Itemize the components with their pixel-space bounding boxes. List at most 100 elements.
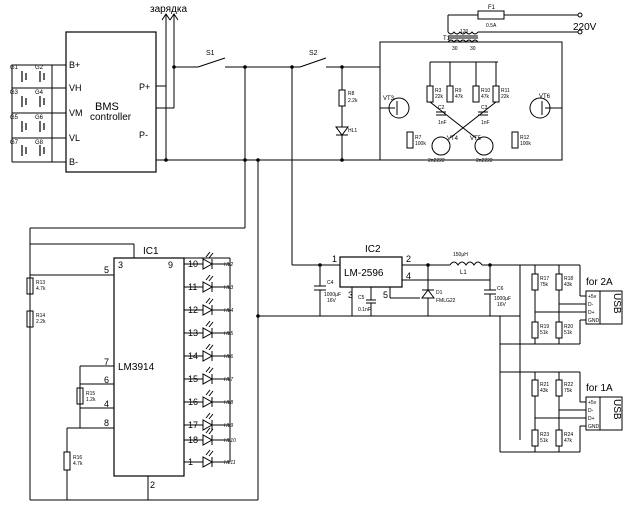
component-value: 47k: [455, 94, 464, 100]
cell-label: G3: [10, 90, 19, 96]
ic-pin: 9: [168, 260, 173, 270]
inverter-section: R8 2.2k HL1 T1 120 30 30 F1 0.5A 220V R3: [335, 5, 597, 164]
ic2-buck-converter: IC2 LM-2596 1 2 3 4 5 C4 1000μF 16V C5 0…: [256, 244, 521, 452]
cell-label: G2: [35, 65, 44, 71]
light-arrow-icon: [205, 297, 214, 305]
ic-pin: 7: [104, 357, 109, 367]
fuse-ref: F1: [488, 5, 496, 11]
bms-pin: VM: [69, 108, 83, 118]
bms-pin: VL: [69, 133, 80, 143]
light-arrow-icon: [205, 320, 214, 328]
usb-pin: D+: [588, 416, 595, 422]
component-ref: D1: [436, 290, 443, 296]
component-value: 43k: [540, 388, 549, 394]
component-ref: R18: [564, 276, 573, 282]
component-value: 51k: [540, 330, 549, 336]
led-icon: [202, 327, 214, 339]
led-icon: [202, 373, 214, 385]
usb-output-label: for 1A: [586, 383, 613, 394]
component-ref: R11: [501, 88, 510, 94]
bms-pin: P-: [139, 130, 148, 140]
bms-pin: P+: [139, 82, 150, 92]
mains-voltage: 220V: [573, 22, 597, 33]
component-ref: R22: [564, 382, 573, 388]
component-ref: R15: [86, 391, 95, 397]
transistor-value: 2n2222: [428, 158, 445, 164]
led-ref: HL6: [224, 354, 233, 360]
component-value: 75k: [540, 282, 549, 288]
component-value: 4.7k: [73, 461, 83, 467]
led-ref: HL11: [224, 460, 236, 466]
transformer-tap: 120: [460, 29, 469, 35]
resistor: [338, 89, 346, 107]
switch-label: S2: [309, 50, 318, 57]
component-value: 47k: [481, 94, 490, 100]
transistor-value: 2n2222: [476, 158, 493, 164]
led-ref: HL2: [224, 262, 233, 268]
ic-pin: 2: [150, 480, 155, 490]
component-value: 51k: [564, 330, 573, 336]
light-arrow-icon: [205, 427, 214, 435]
ic-pin: 5: [383, 290, 388, 300]
component-value: 150μH: [453, 252, 468, 258]
transistor-ref: VT4: [447, 136, 459, 142]
led-ref: HL1: [348, 128, 357, 134]
usb-label: USB: [611, 293, 622, 314]
component-value: 1.2k: [86, 397, 96, 403]
light-arrow-icon: [205, 449, 214, 457]
bms-subtitle: controller: [90, 112, 132, 123]
ic-pin: 4: [406, 271, 411, 281]
led-ref: HL4: [224, 308, 233, 314]
ic-part: LM-2596: [344, 268, 384, 279]
component-value: 22k: [435, 94, 444, 100]
component-ref: R24: [564, 432, 573, 438]
light-arrow-icon: [205, 343, 214, 351]
component-value: 1nF: [481, 120, 490, 126]
led-ref: HL9: [224, 423, 233, 429]
bms-pin: VH: [69, 83, 82, 93]
ic-pin: 6: [104, 375, 109, 385]
component-ref: R16: [73, 455, 82, 461]
component-ref: C2: [438, 105, 445, 111]
usb-pin: D-: [588, 408, 594, 414]
ic-part: LM3914: [118, 362, 155, 373]
component-value: 16V: [497, 302, 507, 308]
usb-pin: +5v: [588, 294, 597, 300]
cell-label: G8: [35, 140, 44, 146]
usb-pin: GND: [588, 318, 600, 324]
led-ref: HL10: [224, 438, 236, 444]
light-arrow-icon: [205, 251, 214, 259]
component-value: 1000μF: [494, 296, 511, 302]
component-ref: R7: [415, 135, 422, 141]
ic-pin: 8: [104, 418, 109, 428]
led-icon: [202, 434, 214, 446]
transformer-ref: T1: [443, 36, 451, 42]
led-icon: [202, 396, 214, 408]
component-value: 1000μF: [324, 292, 341, 298]
cell-label: G4: [35, 90, 44, 96]
light-arrow-icon: [205, 412, 214, 420]
led-icon: [202, 350, 214, 362]
usb-pin: D+: [588, 310, 595, 316]
ic1-bar-driver: IC1 LM3914 3 9 5 7 6 4 8 2 R13 4.7k R14 …: [26, 243, 236, 500]
component-ref: L1: [460, 270, 467, 276]
light-arrow-icon: [205, 389, 214, 397]
transformer-tap: 30: [452, 46, 458, 52]
transistor-ref: VT5: [470, 136, 482, 142]
light-arrow-icon: [205, 274, 214, 282]
usb-output-2a: R17 75k R18 43k R19 51k R20 51k for 2A U…: [500, 264, 623, 345]
ic-pin: 3: [348, 290, 353, 300]
component-ref: R14: [36, 313, 45, 319]
led-icon: [202, 281, 214, 293]
component-ref: R17: [540, 276, 549, 282]
component-ref: R12: [520, 135, 529, 141]
component-ref: R10: [481, 88, 490, 94]
component-ref: C4: [327, 280, 334, 286]
component-value: 0.1nF: [358, 307, 371, 313]
cell-label: G7: [10, 140, 19, 146]
fuse-rating: 0.5A: [486, 23, 497, 29]
component-value: 4.7k: [36, 286, 46, 292]
light-arrow-icon: [205, 366, 214, 374]
